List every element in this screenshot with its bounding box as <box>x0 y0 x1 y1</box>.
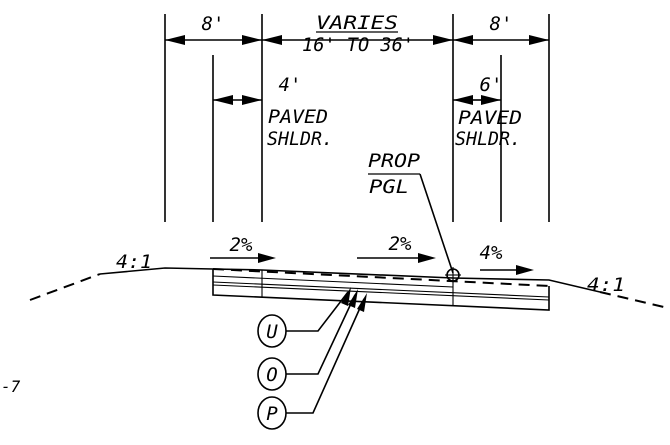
callout-o-letter: O <box>266 364 277 386</box>
right-shoulder-width-label: 8' <box>490 13 513 35</box>
pavement-surface-line <box>212 268 550 287</box>
right-side-slope-label: 4:1 <box>587 274 625 296</box>
grade-line-leader <box>419 173 454 274</box>
left-side-slope-label: 4:1 <box>116 251 152 273</box>
grade-line-label-line1: PROP <box>368 150 421 172</box>
callout-u: U <box>257 287 351 348</box>
travel-slope-arrowhead <box>418 253 436 263</box>
sheet-reference-fragment: -7 <box>1 377 21 396</box>
callout-u-letter: U <box>266 321 278 343</box>
right-paved-label-line1: PAVED <box>458 107 522 129</box>
travel-slope-label: 2% <box>389 233 412 255</box>
right-paved-label-line2: SHLDR. <box>455 128 521 150</box>
pavement-layers <box>212 269 550 311</box>
left-shoulder-slope-arrowhead <box>258 253 276 263</box>
right-shoulder-slope-label: 4% <box>480 242 503 264</box>
right-shoulder-slope-arrowhead <box>516 265 534 275</box>
callout-p-letter: P <box>266 403 278 425</box>
left-shoulder-slope-label: 2% <box>230 234 253 256</box>
travel-width-varies-label: VARIES <box>316 12 398 34</box>
extension-lines <box>164 14 550 222</box>
top-dimension-line <box>165 35 549 45</box>
grade-line-label-line2: PGL <box>369 176 409 198</box>
left-paved-label-line2: SHLDR. <box>267 128 333 150</box>
left-shoulder-width-label: 8' <box>202 13 225 35</box>
right-paved-width-label: 6' <box>480 74 503 96</box>
left-paved-label-line1: PAVED <box>268 106 328 128</box>
callout-o: O <box>257 289 358 391</box>
callout-p: P <box>257 293 367 430</box>
left-paved-width-label: 4' <box>279 74 302 96</box>
travel-width-range-label: 16' TO 36' <box>302 34 414 56</box>
